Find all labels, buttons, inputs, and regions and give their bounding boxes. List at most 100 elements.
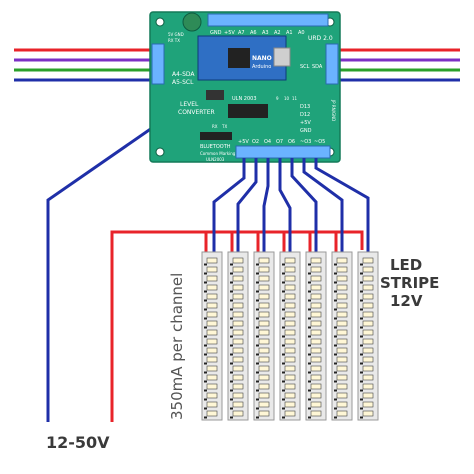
bt-module-header [200,132,232,140]
led-chip [362,401,374,408]
resistor [360,407,363,410]
led-chip [232,356,244,363]
led-chip [362,266,374,273]
led-chip [284,320,296,327]
led-chip [310,329,322,336]
resistor [230,263,233,266]
led-chip [206,284,218,291]
led-label-line2: STRIPE [380,274,439,292]
led-chip [284,302,296,309]
led-chip [336,374,348,381]
led-chip [362,365,374,372]
mount-hole [155,147,165,157]
resistor [308,272,311,275]
resistor [230,389,233,392]
top-pin-label: A2 [274,30,281,36]
led-chip [336,347,348,354]
resistor [334,281,337,284]
resistor [282,308,285,311]
resistor [308,308,311,311]
led-chip [232,329,244,336]
uln-label: ULN 2003 [232,96,257,102]
led-chip [284,401,296,408]
resistor [282,398,285,401]
led-chip [258,347,270,354]
resistor [204,398,207,401]
resistor [360,299,363,302]
led-stripe [331,251,353,421]
resistor [230,416,233,419]
led-chip [362,347,374,354]
led-chip [232,374,244,381]
resistor [256,326,259,329]
led-chip [206,383,218,390]
arduino-label: Arduino [252,64,271,70]
led-chip [206,410,218,417]
led-chip [258,302,270,309]
current-label: 350mA per channel [168,273,186,420]
resistor [308,290,311,293]
led-chip [284,392,296,399]
led-stripe [227,251,249,421]
resistor [230,317,233,320]
top-terminal-strip [207,13,329,27]
resistor [230,335,233,338]
resistor [308,335,311,338]
pcb-board [149,11,341,163]
led-chip [310,320,322,327]
resistor [204,299,207,302]
top-pin-label: GND [210,30,222,36]
top-pin-label: A3 [262,30,269,36]
led-chip [284,338,296,345]
led-chip [284,266,296,273]
led-chip [206,266,218,273]
resistor [334,263,337,266]
resistor [204,326,207,329]
resistor [282,416,285,419]
resistor [204,308,207,311]
led-chip [336,365,348,372]
resistor [204,335,207,338]
led-chip [232,392,244,399]
led-chip [310,392,322,399]
top-pin-label: A1 [286,30,293,36]
led-chip [206,401,218,408]
led-chip [258,410,270,417]
resistor [230,353,233,356]
resistor [204,317,207,320]
bottom-pin-label: ~O5 [314,139,325,145]
led-chip [258,275,270,282]
led-chip [336,257,348,264]
led-chip [206,311,218,318]
resistor [360,380,363,383]
resistor [360,317,363,320]
resistor [230,380,233,383]
led-chip [232,302,244,309]
pin10-label: 10 [284,96,290,101]
led-chip [362,356,374,363]
led-chip [258,284,270,291]
led-chip [232,365,244,372]
resistor [204,380,207,383]
led-chip [362,374,374,381]
led-chip [206,275,218,282]
led-stripe [357,251,379,421]
led-chip [336,401,348,408]
resistor [308,263,311,266]
d12-label: D12 [300,112,310,118]
led-chip [310,401,322,408]
resistor [282,299,285,302]
resistor [204,263,207,266]
bluetooth-label: BLUETOOTH [200,144,231,150]
resistor [334,299,337,302]
led-chip [310,356,322,363]
resistor [308,317,311,320]
led-chip [336,320,348,327]
led-chip [258,293,270,300]
resistor [360,272,363,275]
resistor [256,353,259,356]
led-chip [336,311,348,318]
resistor [230,299,233,302]
resistor [256,389,259,392]
